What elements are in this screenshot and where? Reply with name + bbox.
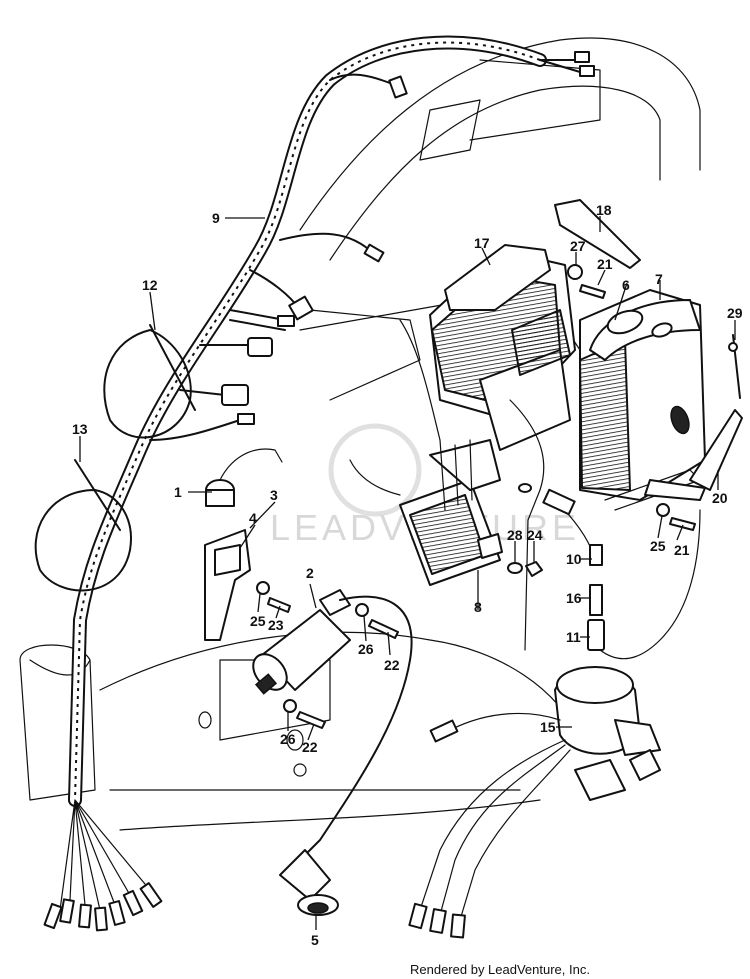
spark-plug-cap-5[interactable]	[279, 595, 413, 916]
callout-5: 5	[311, 932, 319, 948]
callout-4: 4	[249, 510, 257, 526]
harness-band-12[interactable]	[103, 324, 196, 439]
ignition-switch-15[interactable]	[408, 666, 661, 939]
switch-part-1[interactable]	[205, 448, 283, 507]
washer-26b-icon	[283, 699, 297, 713]
callout-29: 29	[727, 305, 743, 321]
callout-26a: 26	[358, 641, 374, 657]
callout-21b: 21	[674, 542, 690, 558]
fuse-holder-assembly[interactable]	[509, 399, 701, 660]
bolt-21a-icon	[579, 284, 606, 299]
callout-24: 24	[527, 527, 543, 543]
callout-7: 7	[655, 271, 663, 287]
washer-25b-icon	[656, 503, 670, 517]
battery-part-7[interactable]	[579, 289, 706, 511]
nut-24-icon	[525, 561, 543, 577]
washer-28-icon	[507, 562, 523, 574]
callout-18: 18	[596, 202, 612, 218]
battery-holder-20[interactable]	[644, 409, 743, 501]
ignition-coil-2[interactable]	[246, 589, 351, 696]
credit-text: Rendered by LeadVenture, Inc.	[410, 962, 590, 977]
harness-band-13[interactable]	[34, 459, 132, 592]
battery-band-18[interactable]	[554, 199, 641, 269]
callout-25b: 25	[650, 538, 666, 554]
bolt-22b-icon	[296, 711, 326, 729]
callout-3: 3	[270, 487, 278, 503]
callout-22a: 22	[384, 657, 400, 673]
bracket-part-4[interactable]	[204, 529, 251, 641]
rectifier-part-8[interactable]	[349, 319, 503, 586]
bolt-21b-icon	[669, 517, 696, 531]
callout-22b: 22	[302, 739, 318, 755]
bolt-23-icon	[267, 597, 291, 613]
callout-11: 11	[566, 629, 581, 645]
callout-13: 13	[72, 421, 88, 437]
callout-16: 16	[566, 590, 582, 606]
callout-25a: 25	[250, 613, 266, 629]
washer-27-icon	[567, 264, 583, 280]
callout-26b: 26	[280, 731, 296, 747]
washer-26-icon	[355, 603, 369, 617]
bolt-22-icon	[368, 619, 399, 639]
callout-9: 9	[212, 210, 220, 226]
callout-2: 2	[306, 565, 314, 581]
callout-10: 10	[566, 551, 582, 567]
callout-1: 1	[174, 484, 182, 500]
battery-case-17[interactable]	[429, 244, 576, 451]
callout-23: 23	[268, 617, 284, 633]
callout-8: 8	[474, 599, 482, 615]
callout-labels: 1 2 3 4 5 6 7 8 9 10 11 12 13 15 16 17 1…	[72, 202, 743, 948]
callout-6: 6	[622, 277, 630, 293]
main-wiring-harness[interactable]	[43, 35, 595, 932]
callout-28: 28	[507, 527, 523, 543]
callout-27: 27	[570, 238, 586, 254]
callout-15: 15	[540, 719, 556, 735]
pin-29[interactable]	[728, 334, 741, 399]
hardware	[256, 264, 696, 729]
washer-25-icon	[256, 581, 270, 595]
callout-leaders	[79, 216, 736, 930]
callout-20: 20	[712, 490, 728, 506]
callout-12: 12	[142, 277, 158, 293]
callout-21a: 21	[597, 256, 613, 272]
callout-17: 17	[474, 235, 490, 251]
